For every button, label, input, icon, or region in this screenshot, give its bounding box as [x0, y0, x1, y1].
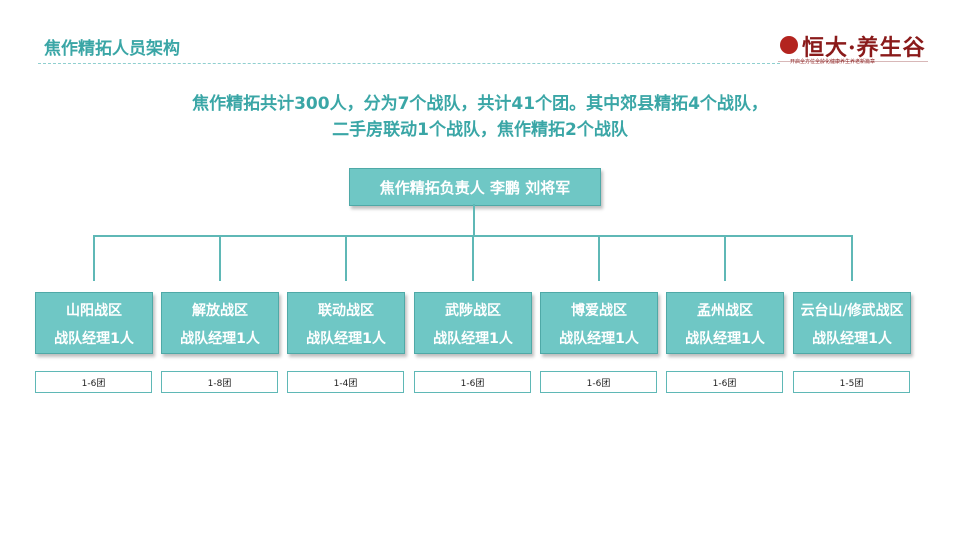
team-manager: 战队经理1人 — [559, 331, 639, 347]
team-name: 解放战区 — [192, 303, 248, 319]
summary-line-1: 焦作精拓共计300人，分为7个战队，共计41个团。其中郊县精拓4个战队， — [192, 94, 768, 114]
team-group-count: 1-6团 — [414, 371, 531, 393]
team-box: 孟州战区战队经理1人 — [666, 292, 784, 354]
team-group-count: 1-8团 — [161, 371, 278, 393]
connector-branch — [598, 236, 600, 281]
team-group-count: 1-4团 — [287, 371, 404, 393]
connector-branch — [93, 236, 95, 281]
team-name: 云台山/修武战区 — [800, 303, 904, 319]
connector-branch — [345, 236, 347, 281]
team-name: 博爱战区 — [571, 303, 627, 319]
team-manager: 战队经理1人 — [54, 331, 134, 347]
team-name: 孟州战区 — [697, 303, 753, 319]
connector-branch — [219, 236, 221, 281]
team-manager: 战队经理1人 — [306, 331, 386, 347]
company-logo: 恒大·养生谷 开启全方位全龄化健康养生养老新篇章 — [778, 30, 928, 70]
leader-box: 焦作精拓负责人 李鹏 刘将军 — [349, 168, 601, 206]
team-name: 山阳战区 — [66, 303, 122, 319]
team-box: 武陟战区战队经理1人 — [414, 292, 532, 354]
connector-branch — [724, 236, 726, 281]
team-manager: 战队经理1人 — [685, 331, 765, 347]
title-divider — [38, 63, 780, 64]
connector-trunk — [473, 204, 475, 236]
team-name: 联动战区 — [318, 303, 374, 319]
team-manager: 战队经理1人 — [812, 331, 892, 347]
page-title: 焦作精拓人员架构 — [44, 39, 180, 59]
team-group-count: 1-6团 — [666, 371, 783, 393]
team-manager: 战队经理1人 — [433, 331, 513, 347]
team-box: 山阳战区战队经理1人 — [35, 292, 153, 354]
summary-text: 焦作精拓共计300人，分为7个战队，共计41个团。其中郊县精拓4个战队， 二手房… — [60, 91, 900, 143]
connector-branch — [472, 236, 474, 281]
team-group-count: 1-6团 — [540, 371, 657, 393]
team-manager: 战队经理1人 — [180, 331, 260, 347]
team-group-count: 1-5团 — [793, 371, 910, 393]
summary-line-2: 二手房联动1个战队，焦作精拓2个战队 — [332, 120, 628, 140]
logo-brand-text: 恒大·养生谷 — [802, 35, 926, 61]
connector-branch — [851, 236, 853, 281]
team-box: 博爱战区战队经理1人 — [540, 292, 658, 354]
team-box: 联动战区战队经理1人 — [287, 292, 405, 354]
team-name: 武陟战区 — [445, 303, 501, 319]
team-box: 解放战区战队经理1人 — [161, 292, 279, 354]
logo-seal-icon — [780, 36, 798, 54]
team-box: 云台山/修武战区战队经理1人 — [793, 292, 911, 354]
team-group-count: 1-6团 — [35, 371, 152, 393]
logo-tagline: 开启全方位全龄化健康养生养老新篇章 — [790, 59, 876, 65]
